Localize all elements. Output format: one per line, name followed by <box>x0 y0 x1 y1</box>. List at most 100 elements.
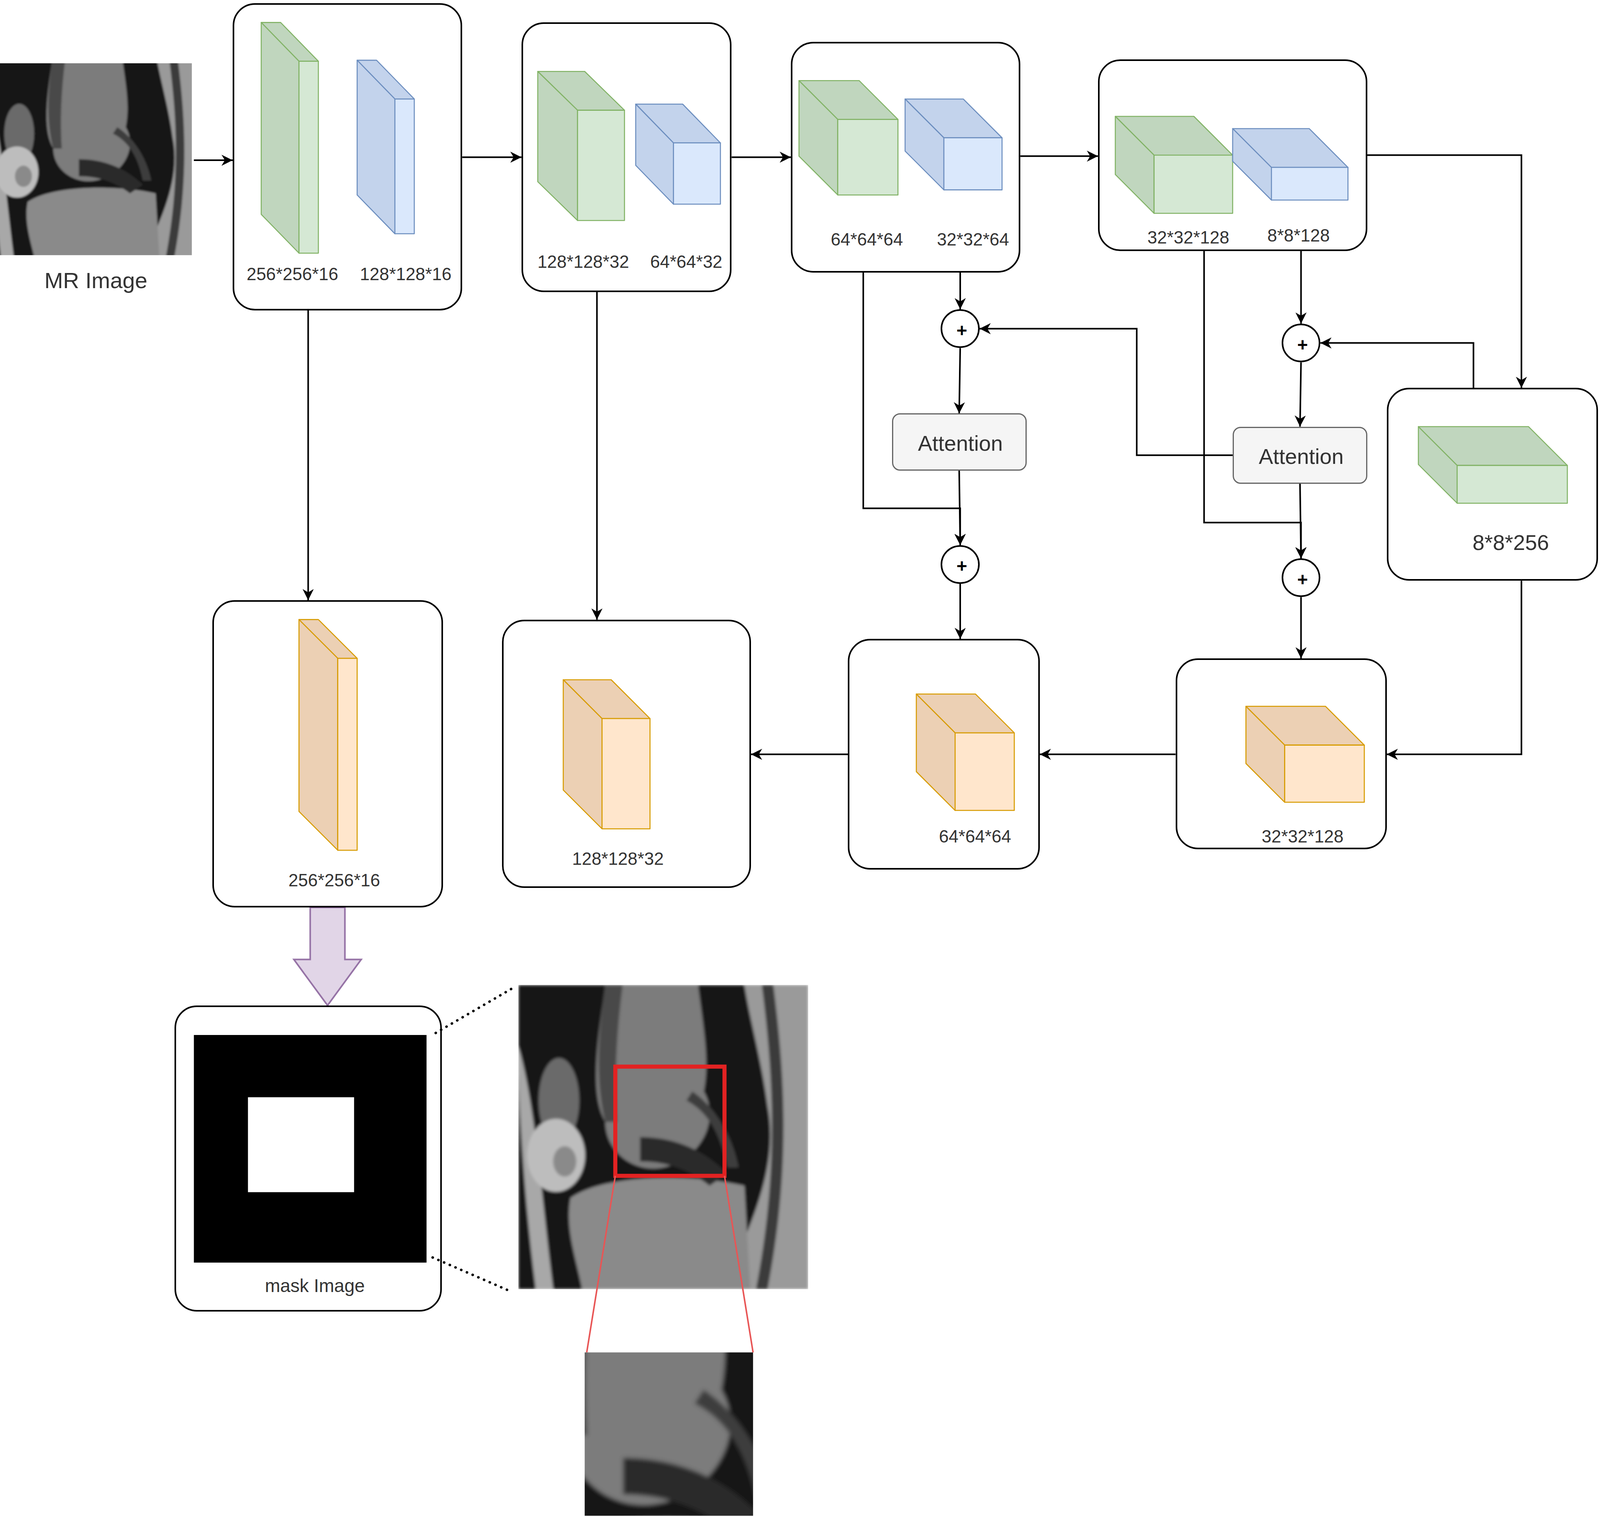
feature-map-face <box>943 137 1002 191</box>
feature-map-face <box>1245 705 1285 802</box>
connector <box>1039 753 1176 755</box>
encoder-block: 128*128*32 64*64*32 <box>521 22 732 292</box>
connector <box>596 292 598 620</box>
feature-map-face <box>601 718 650 829</box>
feature-map-face <box>837 119 899 196</box>
connector <box>959 272 961 310</box>
mask-region <box>247 1096 354 1192</box>
feature-map-face <box>261 22 300 253</box>
zoom-line <box>724 1175 753 1352</box>
feature-map <box>261 22 319 253</box>
input-image: MR Image <box>0 63 195 299</box>
mask-output: mask Image <box>174 1005 442 1312</box>
attention-block: Attention <box>892 413 1027 471</box>
feature-map <box>537 71 625 221</box>
feature-map <box>1418 426 1568 504</box>
mask-background <box>194 1034 427 1263</box>
dimension-label: mask Image <box>264 1274 365 1296</box>
connector <box>959 347 961 414</box>
feature-map-face <box>577 110 625 221</box>
decoder-block: 128*128*32 <box>501 619 751 889</box>
connector <box>750 753 848 755</box>
dimension-label: 32*32*64 <box>937 229 1010 249</box>
roi-box <box>615 1066 725 1176</box>
feature-map-face <box>337 658 358 850</box>
connector <box>307 310 309 600</box>
feature-map-face <box>1456 465 1568 504</box>
dimension-label: 128*128*32 <box>572 848 664 869</box>
feature-map-face <box>1418 426 1457 504</box>
leader-line <box>432 1256 511 1291</box>
bottleneck-block: 8*8*256 <box>1386 387 1599 581</box>
dimension-label: 32*32*128 <box>1261 826 1344 846</box>
feature-maps <box>261 22 1568 850</box>
feature-map-face <box>905 98 944 190</box>
dimension-label: 64*64*64 <box>939 826 1012 846</box>
feature-map <box>1245 705 1365 802</box>
dimension-label: MR Image <box>44 267 148 293</box>
dimension-label: 128*128*32 <box>537 251 630 272</box>
sum-node: + <box>1281 323 1321 363</box>
leader-line <box>435 985 517 1033</box>
roi-crop <box>435 1230 883 1516</box>
decoder-block: 256*256*16 <box>212 600 444 908</box>
connector <box>1367 154 1522 388</box>
encoder-block: 64*64*64 32*32*64 <box>790 41 1021 273</box>
dimension-label: 8*8*256 <box>1472 530 1550 555</box>
dimension-label: 32*32*128 <box>1147 227 1230 247</box>
attention-block: Attention <box>1232 426 1368 484</box>
block-label: Attention <box>917 431 1003 455</box>
feature-map-face <box>298 619 338 851</box>
feature-map <box>635 103 721 204</box>
connector <box>1300 250 1302 324</box>
connector <box>1020 155 1099 157</box>
feature-map <box>916 694 1015 811</box>
dimension-label: 128*128*16 <box>359 264 452 284</box>
feature-map-face <box>673 143 721 205</box>
mri-image <box>518 984 808 1289</box>
connector <box>1320 343 1474 389</box>
feature-map <box>563 679 651 829</box>
feature-map-face <box>356 60 395 234</box>
dimension-label: 64*64*32 <box>650 251 723 272</box>
dimension-label: 256*256*16 <box>288 870 381 890</box>
sum-node: + <box>940 309 980 348</box>
feature-map-face <box>394 98 415 234</box>
roi-crop <box>435 1230 883 1516</box>
feature-map-face <box>916 694 955 811</box>
feature-map <box>1115 116 1233 214</box>
sum-node: + <box>1281 558 1321 597</box>
mri-image <box>518 984 808 1289</box>
mri-image <box>0 52 203 266</box>
sum-node: + <box>940 545 980 584</box>
decoder-block: 32*32*128 <box>1175 658 1387 850</box>
sum-symbol: + <box>1297 333 1308 355</box>
feature-map-face <box>1271 167 1348 200</box>
connector <box>1203 250 1301 559</box>
connector <box>1386 580 1522 754</box>
feature-map <box>298 619 357 851</box>
decoder-block: 64*64*64 <box>847 638 1040 870</box>
zoom-line <box>586 1175 616 1352</box>
feature-map <box>905 98 1002 190</box>
sum-symbol: + <box>1297 568 1308 590</box>
encoder-block: 256*256*16128*128*16 <box>232 3 463 311</box>
feature-map-face <box>954 732 1015 811</box>
block-label: Attention <box>1258 444 1344 469</box>
encoder-block: 32*32*1288*8*128 <box>1098 59 1368 252</box>
connector <box>1300 362 1302 427</box>
connector <box>863 272 961 546</box>
sum-symbol: + <box>956 555 968 577</box>
sum-symbol: + <box>956 319 968 341</box>
feature-map <box>1232 128 1348 200</box>
connector <box>462 156 522 158</box>
feature-map-face <box>537 71 578 221</box>
connector <box>194 159 233 161</box>
dimension-label: 64*64*64 <box>830 229 903 249</box>
feature-map-face <box>1284 745 1365 802</box>
feature-map-face <box>1115 116 1154 214</box>
feature-map-face <box>1232 128 1272 200</box>
